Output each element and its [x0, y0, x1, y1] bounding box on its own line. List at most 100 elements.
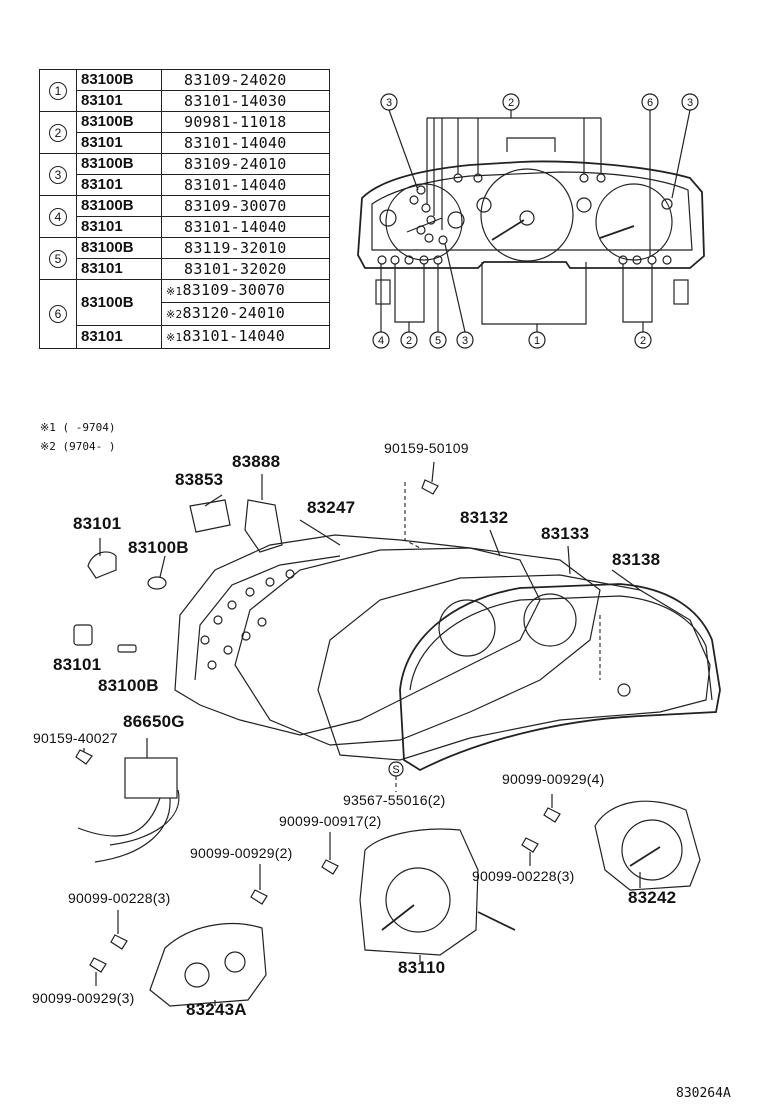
label-90099-00917: 90099-00917(2)	[279, 813, 382, 829]
legend-part-number-text: 83109-30070	[182, 281, 286, 299]
callout-bottom-3: 3	[462, 335, 468, 347]
buzzer-86650G	[124, 757, 178, 799]
callout-bottom-2a: 2	[406, 335, 412, 347]
left-gauge-ring	[385, 183, 463, 261]
right-bracket	[673, 279, 689, 305]
legend-group-number: 2	[39, 111, 77, 154]
front-glass-inner	[409, 595, 713, 701]
figure-code: 830264A	[676, 1086, 731, 1101]
label-83247: 83247	[307, 498, 356, 517]
legend-part-number: ※183109-30070	[161, 279, 330, 303]
legend-group-number: 5	[39, 237, 77, 280]
legend-part-number-text: 90981-11018	[184, 113, 287, 131]
part-83853-sheet	[189, 499, 231, 533]
s-mark-text: S	[392, 764, 399, 776]
screw-90159-40027	[75, 749, 93, 765]
legend-part-code: 83100B	[76, 111, 162, 133]
cluster-inner-outline	[371, 171, 693, 251]
label-90159-40027: 90159-40027	[33, 730, 118, 746]
right-indicator	[661, 198, 673, 210]
legend-period-mark: ※2	[166, 308, 183, 321]
callout-bottom-2b: 2	[640, 335, 646, 347]
label-83133: 83133	[541, 524, 590, 543]
label-83101-b: 83101	[53, 655, 102, 674]
legend-part-number: 83109-24020	[161, 69, 330, 91]
legend-group-circle: 5	[49, 249, 67, 268]
note-1: ※1 ( -9704)	[40, 421, 116, 434]
label-83853: 83853	[175, 470, 224, 489]
label-83100B-a: 83100B	[128, 538, 189, 557]
legend-group-circle: 3	[49, 165, 67, 184]
label-86650G: 86650G	[123, 712, 185, 731]
legend-part-code: 83101	[76, 325, 162, 349]
legend-part-number: 83109-30070	[161, 195, 330, 217]
bulb-83100B-b	[117, 644, 137, 653]
legend-part-number-text: 83109-24010	[184, 155, 287, 173]
legend-part-number: ※183101-14040	[161, 325, 330, 349]
circuit-plate-83132	[234, 547, 601, 746]
right-gauge-needle	[599, 225, 635, 239]
callout-circles	[372, 93, 699, 349]
legend-part-number-text: 83120-24010	[182, 304, 286, 322]
exploded-assembly	[73, 461, 721, 1007]
legend-period-mark: ※1	[166, 331, 183, 344]
speedometer-dial	[385, 867, 451, 933]
label-90159-50109: 90159-50109	[384, 440, 469, 456]
glass-gauge-left	[438, 599, 496, 657]
rear-housing-83247	[174, 534, 541, 736]
label-90099-00929-4: 90099-00929(4)	[502, 771, 605, 787]
screw-dashed-leader	[404, 482, 421, 549]
legend-part-number-text: 83109-24020	[184, 71, 287, 89]
legend-period-mark: ※1	[166, 285, 183, 298]
lens-83133	[317, 574, 711, 761]
label-90099-00228-3-left: 90099-00228(3)	[68, 890, 171, 906]
legend-part-number-text: 83101-14040	[184, 218, 287, 236]
combination-gauge-83243A	[149, 922, 267, 1007]
label-90099-00929-3: 90099-00929(3)	[32, 990, 135, 1006]
legend-part-code: 83100B	[76, 195, 162, 217]
speedometer-trip-rod	[477, 911, 516, 931]
legend-part-code: 83100B	[76, 237, 162, 259]
assembly-leaders	[83, 461, 641, 1006]
socket-83101-a	[87, 551, 117, 579]
combination-gauge-dial-a	[184, 962, 210, 988]
speedometer-83110	[359, 828, 479, 956]
legend-part-number: 83101-14040	[161, 132, 330, 154]
legend-group-number: 6	[39, 279, 77, 349]
legend-group-circle: 4	[49, 207, 67, 226]
legend-part-number-text: 83101-14040	[182, 327, 286, 345]
legend-group-circle: 1	[49, 81, 67, 100]
legend-part-number: 83109-24010	[161, 153, 330, 175]
cluster-face-outline	[357, 160, 705, 269]
legend-part-code: 83101	[76, 216, 162, 238]
legend-part-code: 83101	[76, 258, 162, 280]
left-small-gauge	[379, 209, 397, 227]
tachometer-83242	[594, 800, 701, 891]
combination-gauge-dial-b	[224, 951, 246, 973]
cluster-top-tab	[506, 137, 556, 152]
rear-housing-holes	[200, 569, 295, 670]
label-83100B-b: 83100B	[98, 676, 159, 695]
label-83242: 83242	[628, 888, 677, 907]
label-83888: 83888	[232, 452, 281, 471]
tachometer-dial	[621, 819, 683, 881]
glass-gauge-center	[523, 593, 577, 647]
legend-group-number: 3	[39, 153, 77, 196]
callout-top-2: 2	[508, 97, 514, 109]
legend-part-number-text: 83101-14040	[184, 134, 287, 152]
legend-part-code: 83100B	[76, 69, 162, 91]
center-gauge-needle	[491, 219, 525, 241]
rear-housing-inner	[194, 555, 341, 681]
screw-90159-50109	[421, 479, 439, 495]
legend-part-number: 83119-32010	[161, 237, 330, 259]
legend-part-number-text: 83101-14040	[184, 176, 287, 194]
left-gauge-needle	[406, 217, 443, 233]
legend-row: 83101※183101-14040	[40, 325, 330, 349]
label-83101-a: 83101	[73, 514, 122, 533]
center-gauge-hub	[519, 210, 535, 226]
legend-group-number: 1	[39, 69, 77, 112]
glass-knob	[617, 683, 631, 697]
